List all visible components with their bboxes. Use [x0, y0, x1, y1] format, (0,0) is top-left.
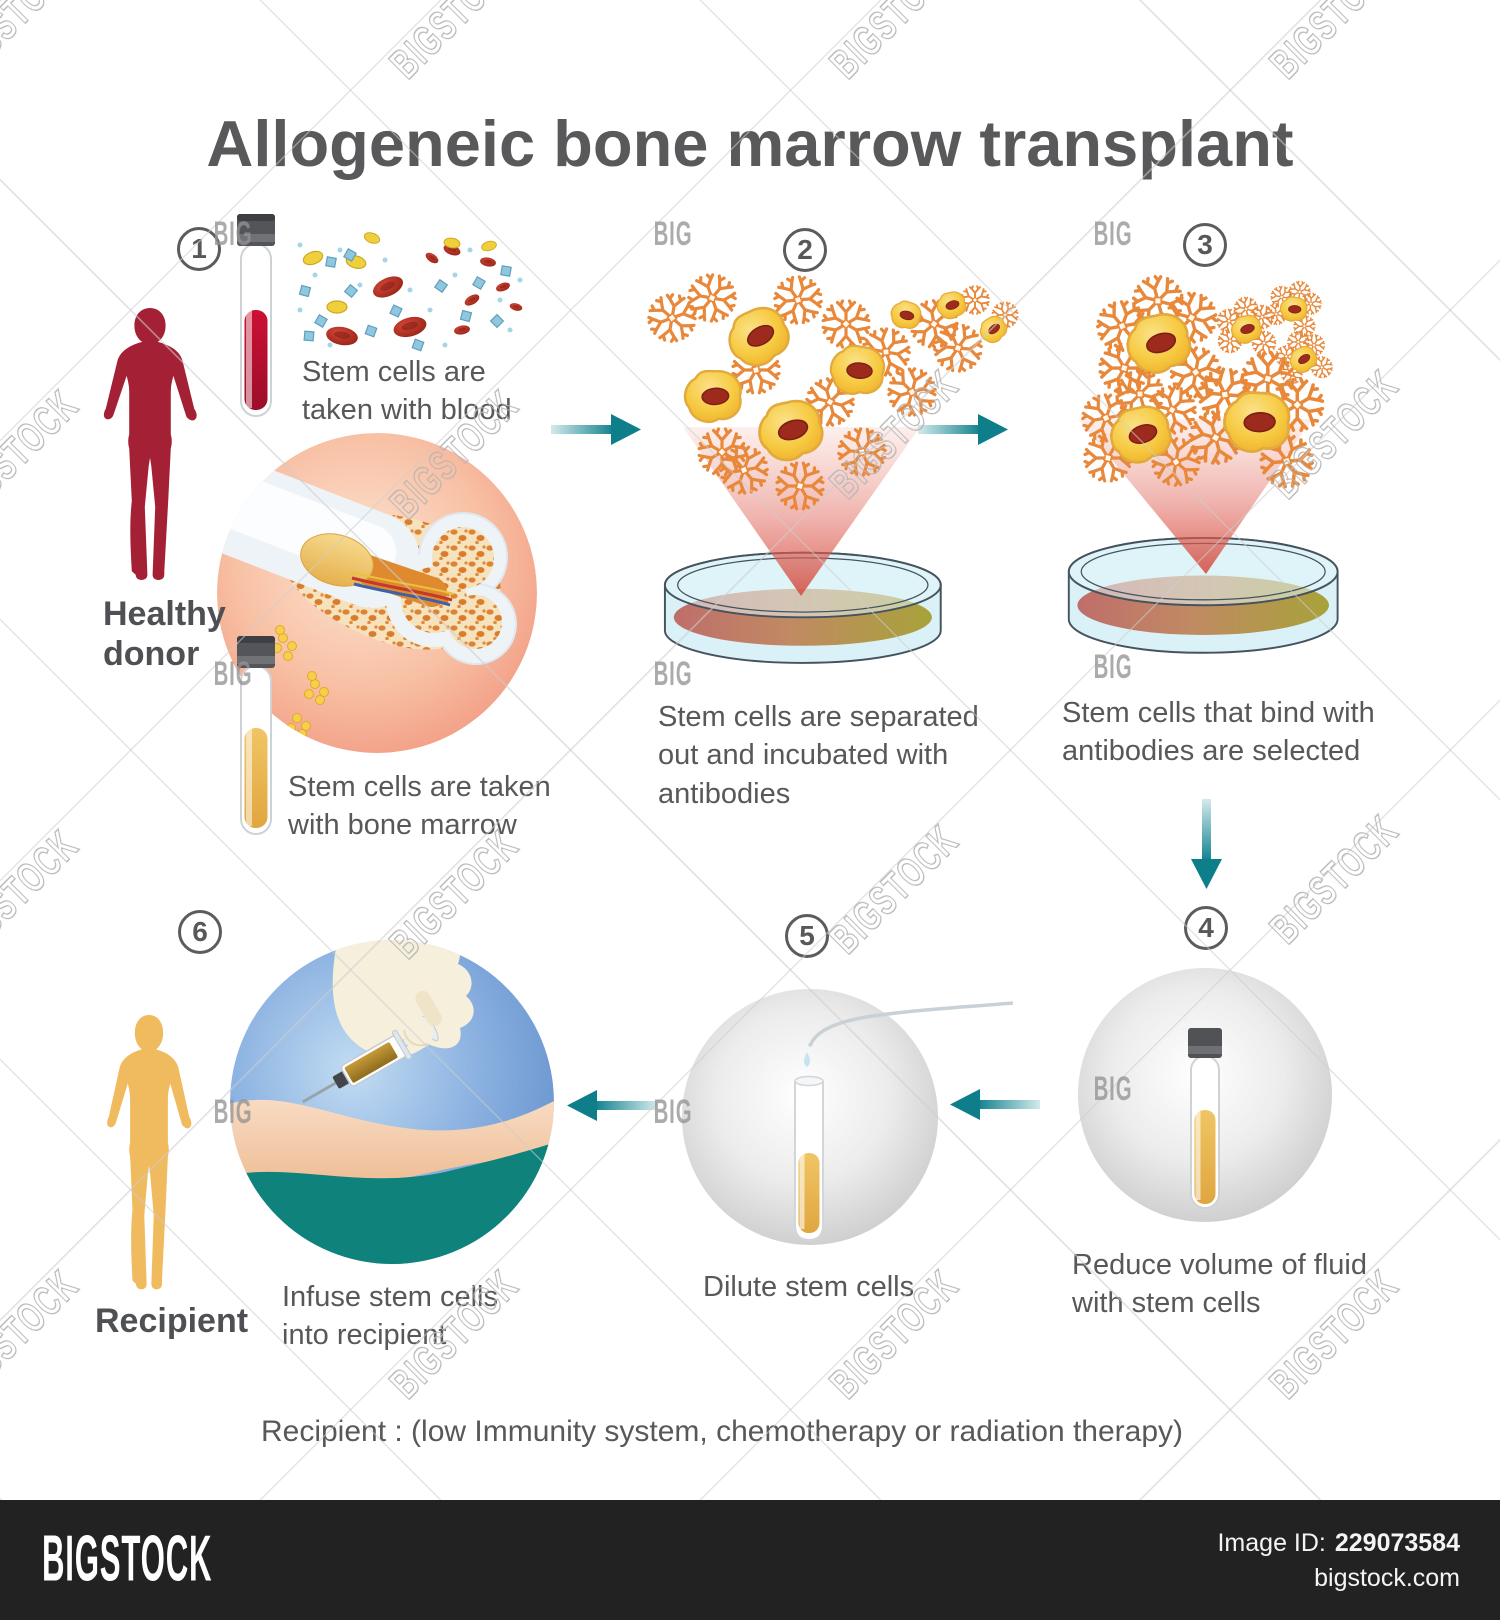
caption-step3: Stem cells that bind with antibodies are…: [1062, 697, 1375, 768]
reduce-volume-sphere: [1078, 968, 1332, 1222]
step-5-number: 5: [785, 914, 829, 958]
marrow-test-tube: [237, 636, 275, 835]
page-title: Allogeneic bone marrow transplant: [206, 106, 1294, 180]
donor-silhouette: [103, 308, 197, 581]
arrow-step3-to-4: [1191, 799, 1222, 889]
donor-label: Healthy donor: [103, 595, 226, 674]
caption-step1-marrow: Stem cells are taken with bone marrow: [288, 771, 551, 842]
arrow-step5-to-6: [567, 1090, 657, 1121]
blood-test-tube: [237, 214, 275, 417]
arrow-step2-to-3: [918, 414, 1008, 445]
step-1-number: 1: [177, 227, 221, 271]
arrow-step1-to-2: [551, 414, 641, 445]
dilute-sphere: [682, 989, 1014, 1245]
caption-step1-blood: Stem cells are taken with blood: [302, 356, 512, 427]
dilution-tube: [794, 1075, 824, 1242]
step-6-number: 6: [178, 910, 222, 954]
caption-step6: Infuse stem cells into recipient: [282, 1281, 498, 1352]
recipient-silhouette: [107, 1015, 192, 1290]
bigstock-logo: BIGSTOCK: [42, 1523, 213, 1595]
arrow-step4-to-5: [950, 1089, 1040, 1120]
image-id-row: Image ID: 229073584: [1217, 1526, 1460, 1561]
blood-cells-scatter: [297, 230, 524, 352]
concentrated-tube: [1188, 1028, 1222, 1209]
step-2-number: 2: [783, 228, 827, 272]
footer-bar: BIGSTOCK Image ID: 229073584 bigstock.com: [0, 1500, 1500, 1620]
hand: [332, 940, 474, 1057]
recipient-label: Recipient: [95, 1302, 249, 1340]
footnote: Recipient : (low Immunity system, chemot…: [260, 1415, 1184, 1448]
caption-step5: Dilute stem cells: [703, 1271, 915, 1303]
footer-info: Image ID: 229073584 bigstock.com: [1217, 1526, 1460, 1596]
footer-website: bigstock.com: [1314, 1564, 1460, 1592]
caption-step4: Reduce volume of fluid with stem cells: [1072, 1249, 1367, 1320]
caption-step2: Stem cells are separated out and incubat…: [658, 701, 979, 810]
image-id-value: 229073584: [1334, 1529, 1460, 1557]
infusion-illustration: [230, 940, 554, 1264]
step-4-number: 4: [1184, 906, 1228, 950]
step-3-number: 3: [1183, 223, 1227, 267]
image-id-label: Image ID:: [1217, 1529, 1326, 1557]
